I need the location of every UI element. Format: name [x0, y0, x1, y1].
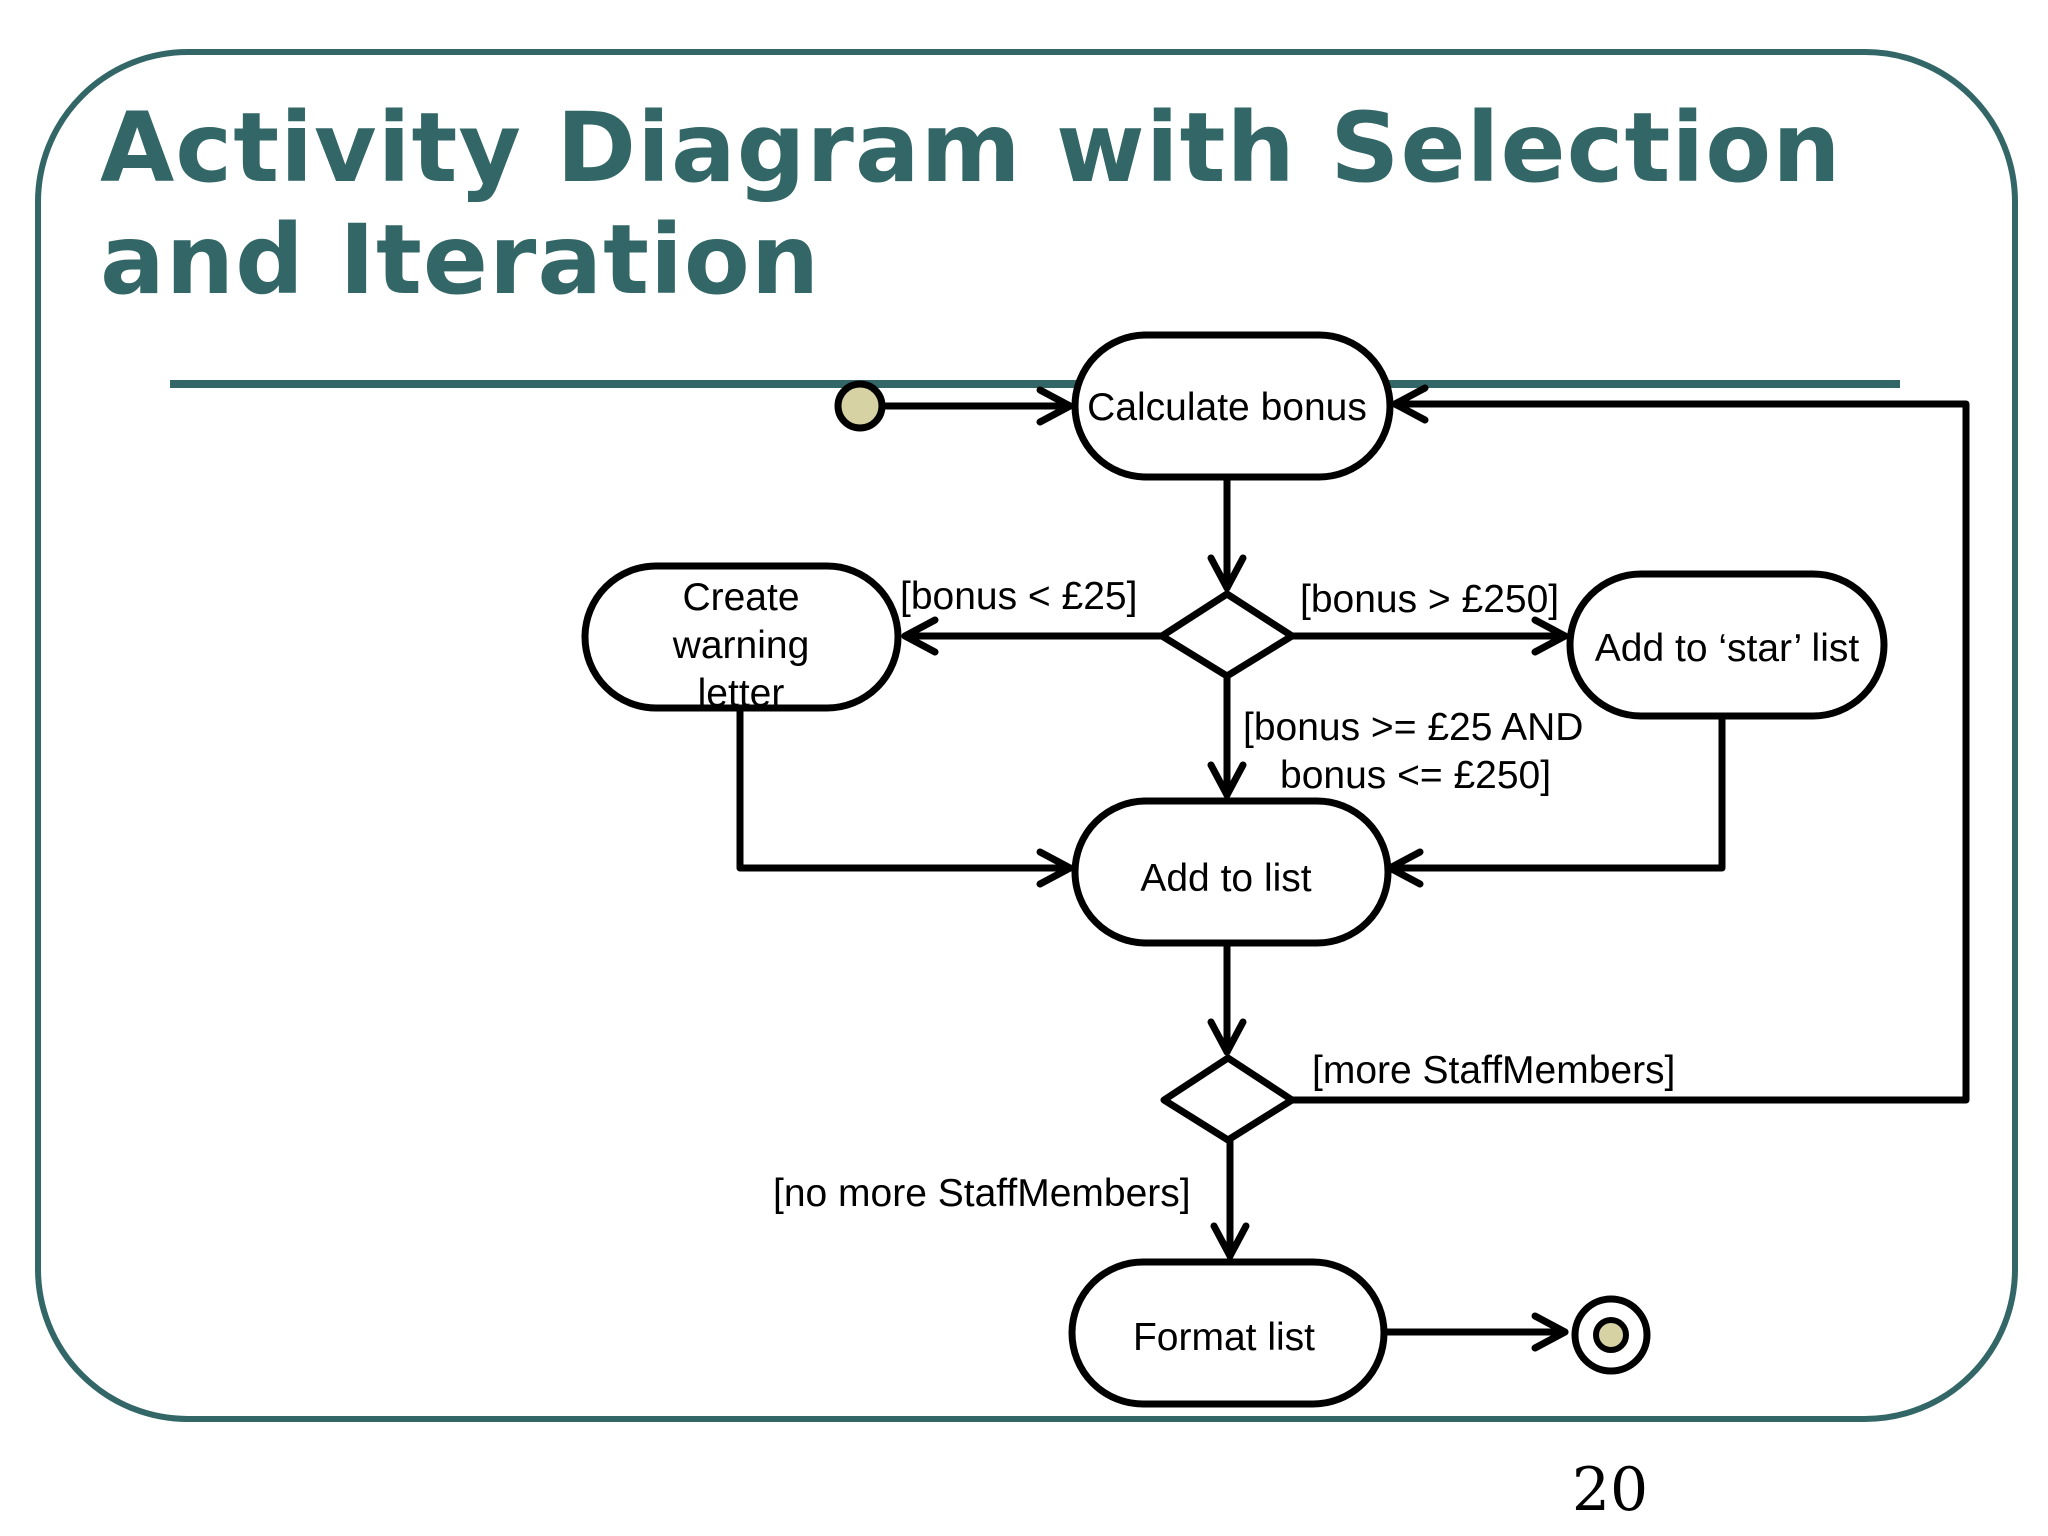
label-warning-line3: letter — [698, 672, 785, 715]
activity-format-list — [1068, 1258, 1388, 1408]
arrowhead — [1531, 1312, 1569, 1352]
flow-warning-to-add-list — [736, 706, 1074, 872]
flow-star-to-add-list — [1386, 714, 1726, 872]
decision-more-staff — [1160, 1054, 1296, 1144]
guard-bonus-between-line1: [bonus >= £25 AND — [1243, 706, 1583, 749]
guard-no-more-staff: [no more StaffMembers] — [773, 1172, 1191, 1215]
label-warning-line1: Create — [682, 576, 799, 619]
activity-calculate-bonus — [1071, 331, 1394, 481]
slide-frame — [35, 49, 2018, 1422]
arrowhead — [1207, 1018, 1247, 1056]
arrowhead — [1207, 761, 1247, 799]
label-add-to-star-list: Add to ‘star’ list — [1595, 627, 1860, 670]
arrowhead — [901, 616, 939, 656]
activity-add-to-star-list — [1566, 570, 1888, 720]
activity-add-to-list — [1071, 797, 1392, 947]
page-title-line1: Activity Diagram with Selection — [100, 92, 1842, 204]
page-number: 20 — [1571, 1455, 1649, 1525]
label-warning-line2: warning — [672, 624, 810, 667]
arrowhead — [1210, 1222, 1250, 1260]
label-calculate-bonus: Calculate bonus — [1087, 386, 1367, 429]
activity-create-warning-letter — [581, 562, 902, 712]
guard-bonus-gt-250: [bonus > £250] — [1300, 578, 1559, 621]
page-title-line2: and Iteration — [100, 204, 821, 316]
label-format-list: Format list — [1133, 1316, 1315, 1359]
label-add-to-list: Add to list — [1140, 857, 1311, 900]
guard-bonus-between-line2: bonus <= £250] — [1280, 754, 1551, 797]
end-node-inner — [1593, 1317, 1629, 1353]
arrowhead — [1036, 848, 1074, 888]
flow-loop-back-to-calculate — [1288, 400, 1970, 1104]
arrowhead — [1207, 554, 1247, 592]
start-node — [834, 380, 886, 432]
arrowhead — [1391, 384, 1429, 424]
guard-more-staff: [more StaffMembers] — [1312, 1049, 1675, 1092]
decision-bonus — [1158, 590, 1296, 680]
arrowhead — [1036, 386, 1074, 426]
page-title: Activity Diagram with Selection and Iter… — [100, 92, 1950, 316]
guard-bonus-lt-25: [bonus < £25] — [900, 575, 1137, 618]
arrowhead — [1531, 616, 1569, 656]
